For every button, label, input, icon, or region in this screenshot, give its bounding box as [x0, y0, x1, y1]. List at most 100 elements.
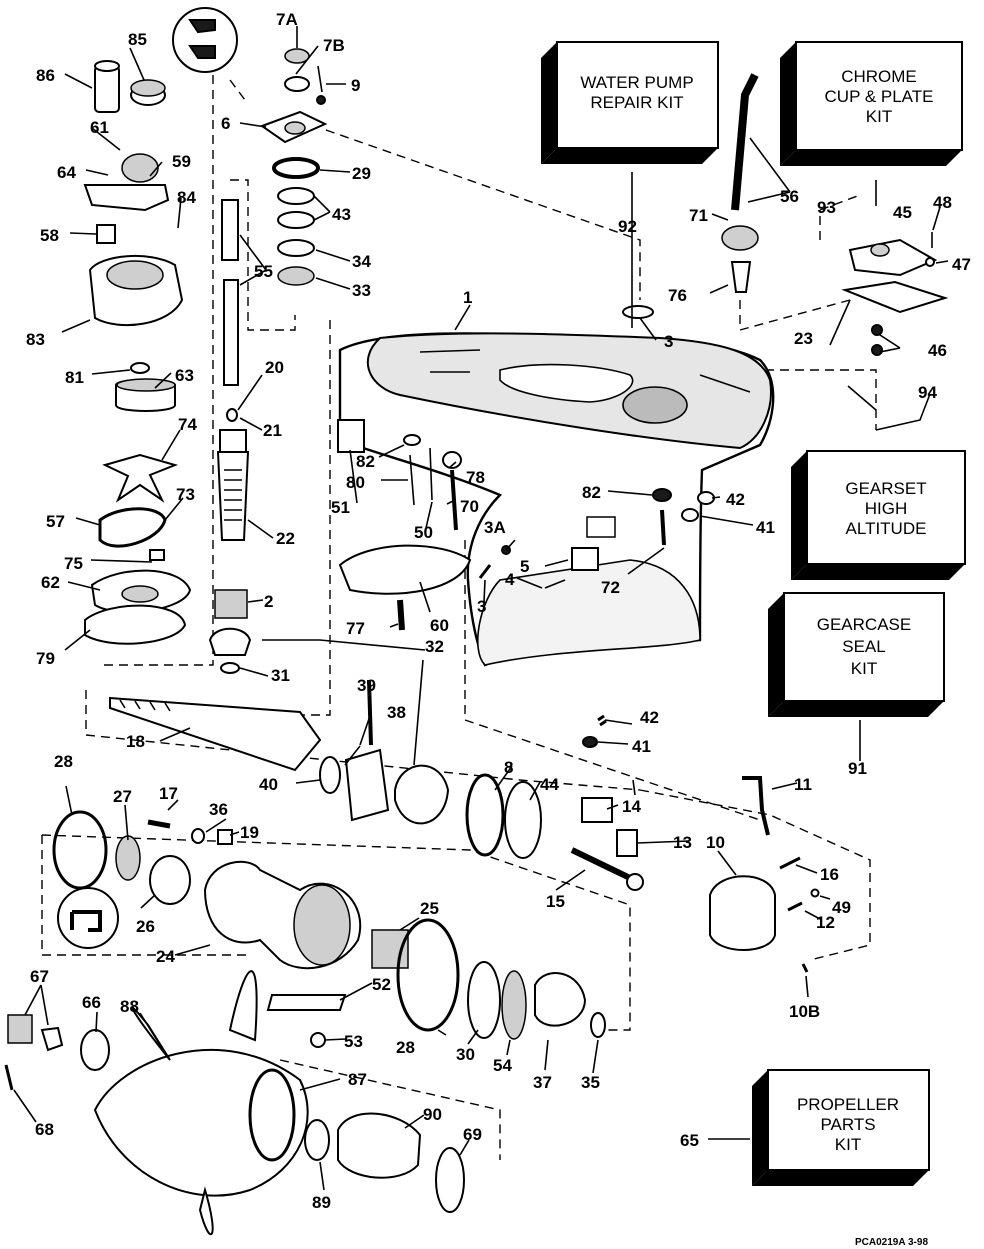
- callout-49: 49: [832, 898, 851, 917]
- callout-16: 16: [820, 865, 839, 884]
- callout-56: 56: [780, 187, 799, 206]
- callout-3-top: 3: [664, 332, 673, 351]
- kit-box-propeller: PROPELLER PARTS KIT: [752, 1069, 930, 1186]
- callout-50: 50: [414, 523, 433, 542]
- callout-58: 58: [40, 226, 59, 245]
- callout-6: 6: [221, 114, 230, 133]
- callout-79: 79: [36, 649, 55, 668]
- callout-51: 51: [331, 498, 350, 517]
- callout-64: 64: [57, 163, 76, 182]
- propeller-hardware: [4, 970, 465, 1236]
- upper-seal-parts: [172, 7, 328, 286]
- callout-33: 33: [352, 281, 371, 300]
- callout-3-mid: 3: [477, 597, 486, 616]
- callout-65: 65: [680, 1131, 699, 1150]
- callout-32: 32: [425, 637, 444, 656]
- callout-9: 9: [351, 76, 360, 95]
- callout-90: 90: [423, 1105, 442, 1124]
- callout-41-right: 41: [756, 518, 775, 537]
- propeller-shaft-line: [109, 679, 542, 859]
- callout-4: 4: [505, 570, 515, 589]
- callout-77: 77: [346, 619, 365, 638]
- callout-57: 57: [46, 512, 65, 531]
- callout-86: 86: [36, 66, 55, 85]
- callout-91: 91: [848, 759, 867, 778]
- kit-prop-line-1: PROPELLER: [797, 1095, 899, 1114]
- kit-prop-line-3: KIT: [835, 1135, 861, 1154]
- kit-gearset-line-2: HIGH: [865, 499, 908, 518]
- callout-55: 55: [254, 262, 273, 281]
- callout-19: 19: [240, 823, 259, 842]
- shift-mechanism: [570, 776, 820, 973]
- kit-prop-line-2: PARTS: [820, 1115, 875, 1134]
- callout-47: 47: [952, 255, 971, 274]
- callout-84: 84: [177, 188, 196, 207]
- callout-81: 81: [65, 368, 84, 387]
- callout-27: 27: [113, 787, 132, 806]
- callout-18: 18: [126, 732, 145, 751]
- callout-38: 38: [387, 703, 406, 722]
- callout-28-left: 28: [54, 752, 73, 771]
- callout-2: 2: [264, 592, 273, 611]
- callout-41-lower: 41: [632, 737, 651, 756]
- callout-21: 21: [263, 421, 282, 440]
- callout-40: 40: [259, 775, 278, 794]
- callout-93: 93: [817, 198, 836, 217]
- callout-37: 37: [533, 1073, 552, 1092]
- callout-20: 20: [265, 358, 284, 377]
- callout-70: 70: [460, 497, 479, 516]
- kit-seal-line-3: KIT: [851, 659, 877, 678]
- callout-24: 24: [156, 947, 175, 966]
- kit-seal-line-2: SEAL: [842, 637, 885, 656]
- callout-11: 11: [794, 775, 812, 794]
- callout-75: 75: [64, 554, 83, 573]
- kit-box-gearcase-seal: GEARCASE SEAL KIT: [768, 592, 945, 717]
- bearing-carrier-group: [52, 810, 606, 1048]
- callout-17: 17: [159, 784, 178, 803]
- callout-7a: 7A: [276, 10, 298, 29]
- kit-gearset-line-3: ALTITUDE: [846, 519, 927, 538]
- callout-62: 62: [41, 573, 60, 592]
- callout-52: 52: [372, 975, 391, 994]
- callout-85: 85: [128, 30, 147, 49]
- callout-92: 92: [618, 217, 637, 236]
- callout-8: 8: [504, 758, 513, 777]
- callout-89: 89: [312, 1193, 331, 1212]
- callout-26: 26: [136, 917, 155, 936]
- callout-82-left: 82: [356, 452, 375, 471]
- drive-shaft-assembly: [208, 199, 252, 674]
- callout-60: 60: [430, 616, 449, 635]
- callout-61: 61: [90, 118, 109, 137]
- callout-87: 87: [348, 1070, 367, 1089]
- callout-44: 44: [540, 775, 559, 794]
- callout-76: 76: [668, 286, 687, 305]
- callout-80: 80: [346, 473, 365, 492]
- callout-39: 39: [357, 676, 376, 695]
- callout-15: 15: [546, 892, 565, 911]
- kit-seal-line-1: GEARCASE: [817, 615, 911, 634]
- kit-chrome-line-3: KIT: [866, 107, 892, 126]
- callout-94: 94: [918, 383, 937, 402]
- callout-74: 74: [178, 415, 197, 434]
- callout-88: 88: [120, 997, 139, 1016]
- callout-66: 66: [82, 993, 101, 1012]
- callout-14: 14: [622, 797, 641, 816]
- callout-5: 5: [520, 557, 529, 576]
- water-pump-stack: [83, 60, 192, 645]
- callout-34: 34: [352, 252, 371, 271]
- callout-22: 22: [276, 529, 295, 548]
- callout-7b: 7B: [323, 36, 345, 55]
- callout-36: 36: [209, 800, 228, 819]
- callout-68: 68: [35, 1120, 54, 1139]
- callout-67: 67: [30, 967, 49, 986]
- callout-31: 31: [271, 666, 290, 685]
- kit-chrome-line-2: CUP & PLATE: [825, 87, 934, 106]
- callout-42-lower: 42: [640, 708, 659, 727]
- callout-71: 71: [689, 206, 708, 225]
- kit-gearset-line-1: GEARSET: [845, 479, 926, 498]
- kit-box-gearset: GEARSET HIGH ALTITUDE: [791, 450, 966, 580]
- callout-10b: 10B: [789, 1002, 820, 1021]
- housing-side-parts: [337, 419, 715, 748]
